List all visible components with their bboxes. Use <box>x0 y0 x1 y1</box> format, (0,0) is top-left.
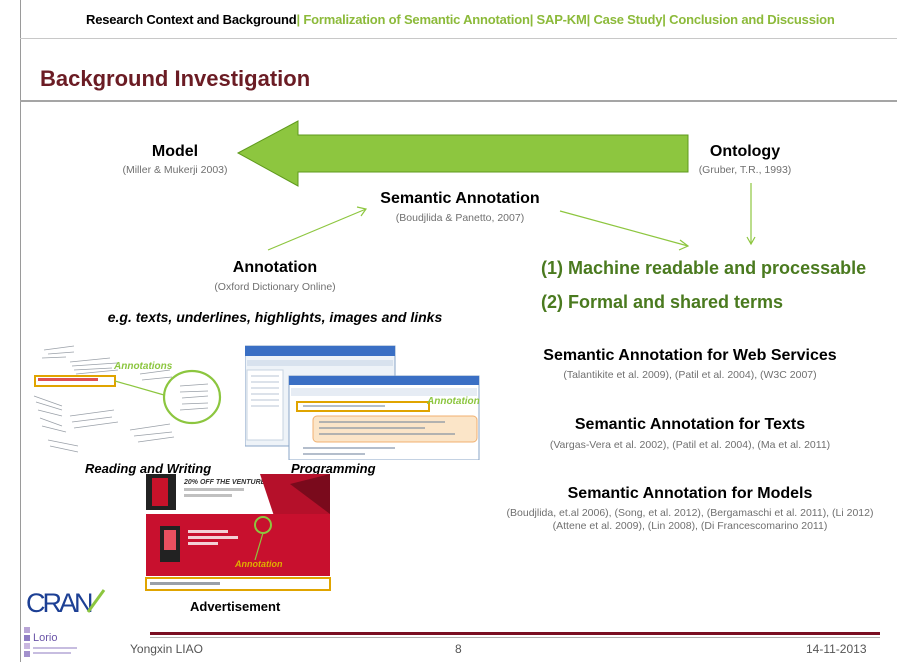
ad-banner-text: 20% OFF THE VENTURE <box>183 479 266 486</box>
semantic-annotation-cite: (Boudjlida & Panetto, 2007) <box>395 212 525 224</box>
sa-texts: Semantic Annotation for Texts (Vargas-Ve… <box>495 416 885 452</box>
model-block: Model (Miller & Mukerji 2003) <box>90 143 260 176</box>
reading-writing-image: Annotations <box>30 340 240 460</box>
sa-models: Semantic Annotation for Models (Boudjlid… <box>495 485 885 533</box>
nav-item-sapkm[interactable]: | SAP-KM <box>529 12 587 27</box>
annotation-cite: (Oxford Dictionary Online) <box>214 281 336 293</box>
footer-rule-thin <box>150 637 880 638</box>
sa-web-services-cite: (Talantikite et al. 2009), (Patil et al.… <box>563 369 817 381</box>
sa-web-services: Semantic Annotation for Web Services (Ta… <box>495 347 885 382</box>
advertisement-image: 20% OFF THE VENTURE Annotation <box>140 474 340 594</box>
programming-caption: Programming <box>291 461 376 476</box>
advert-annotation-tag: Annotation <box>234 559 283 569</box>
sa-texts-title: Semantic Annotation for Texts <box>574 416 806 433</box>
nav-item-formalization[interactable]: | Formalization of Semantic Annotation <box>296 12 530 27</box>
model-cite: (Miller & Mukerji 2003) <box>122 164 228 176</box>
ad-banner-illustration: 20% OFF THE VENTURE Annotation <box>145 474 331 591</box>
nav-item-conclusion[interactable]: | Conclusion and Discussion <box>662 12 835 27</box>
sa-web-services-title: Semantic Annotation for Web Services <box>543 347 837 364</box>
advertisement-caption: Advertisement <box>190 599 281 614</box>
ide-screenshot-illustration: Annotation <box>244 345 480 461</box>
lorio-logo: Lorio <box>24 625 82 660</box>
footer-author: Yongxin LIAO <box>130 642 203 656</box>
ontology-block: Ontology (Gruber, T.R., 1993) <box>670 143 820 176</box>
ontology-label: Ontology <box>709 143 781 160</box>
title-rule <box>20 100 897 102</box>
property-1: (1) Machine readable and processable <box>541 258 867 278</box>
footer-rule <box>150 632 880 635</box>
header-rule <box>20 38 897 39</box>
handwritten-notes-illustration: Annotations <box>33 345 222 453</box>
model-label: Model <box>151 143 199 160</box>
semantic-annotation-block: Semantic Annotation (Boudjlida & Panetto… <box>345 190 575 224</box>
cran-logo-graphic: CRAN <box>26 588 106 618</box>
nav-item-case-study[interactable]: | Case Study <box>586 12 663 27</box>
sa-models-cite: (Boudjlida, et.al 2006), (Song, et al. 2… <box>506 507 874 532</box>
semantic-annotation-label: Semantic Annotation <box>380 190 540 207</box>
cran-logo-text: CRAN <box>26 588 92 618</box>
property-2: (2) Formal and shared terms <box>541 292 784 312</box>
annotation-label: Annotation <box>232 259 318 276</box>
annotation-examples: e.g. texts, underlines, highlights, imag… <box>107 309 443 325</box>
annotation-block: Annotation (Oxford Dictionary Online) <box>175 259 375 293</box>
nav-item-active[interactable]: Research Context and Background <box>86 12 297 27</box>
reading-annotation-tag: Annotations <box>113 361 173 372</box>
programming-image: Annotation <box>244 342 485 461</box>
section-nav: Research Context and Background| Formali… <box>86 12 835 27</box>
footer-page-number: 8 <box>455 642 462 656</box>
lorio-logo-graphic: Lorio <box>24 627 77 657</box>
left-border-line-main <box>20 100 21 662</box>
big-left-arrow <box>236 120 689 187</box>
programming-annotation-tag: Annotation <box>426 396 480 407</box>
left-border-line <box>20 0 21 100</box>
lorio-logo-text: Lorio <box>33 632 57 644</box>
sa-models-title: Semantic Annotation for Models <box>567 485 813 502</box>
cran-logo: CRAN <box>26 586 126 623</box>
ontology-cite: (Gruber, T.R., 1993) <box>698 164 792 176</box>
footer-date: 14-11-2013 <box>806 642 867 656</box>
sa-texts-cite: (Vargas-Vera et al. 2002), (Patil et al.… <box>549 439 831 451</box>
reading-writing-caption: Reading and Writing <box>85 461 212 476</box>
slide-title: Background Investigation <box>40 66 311 91</box>
